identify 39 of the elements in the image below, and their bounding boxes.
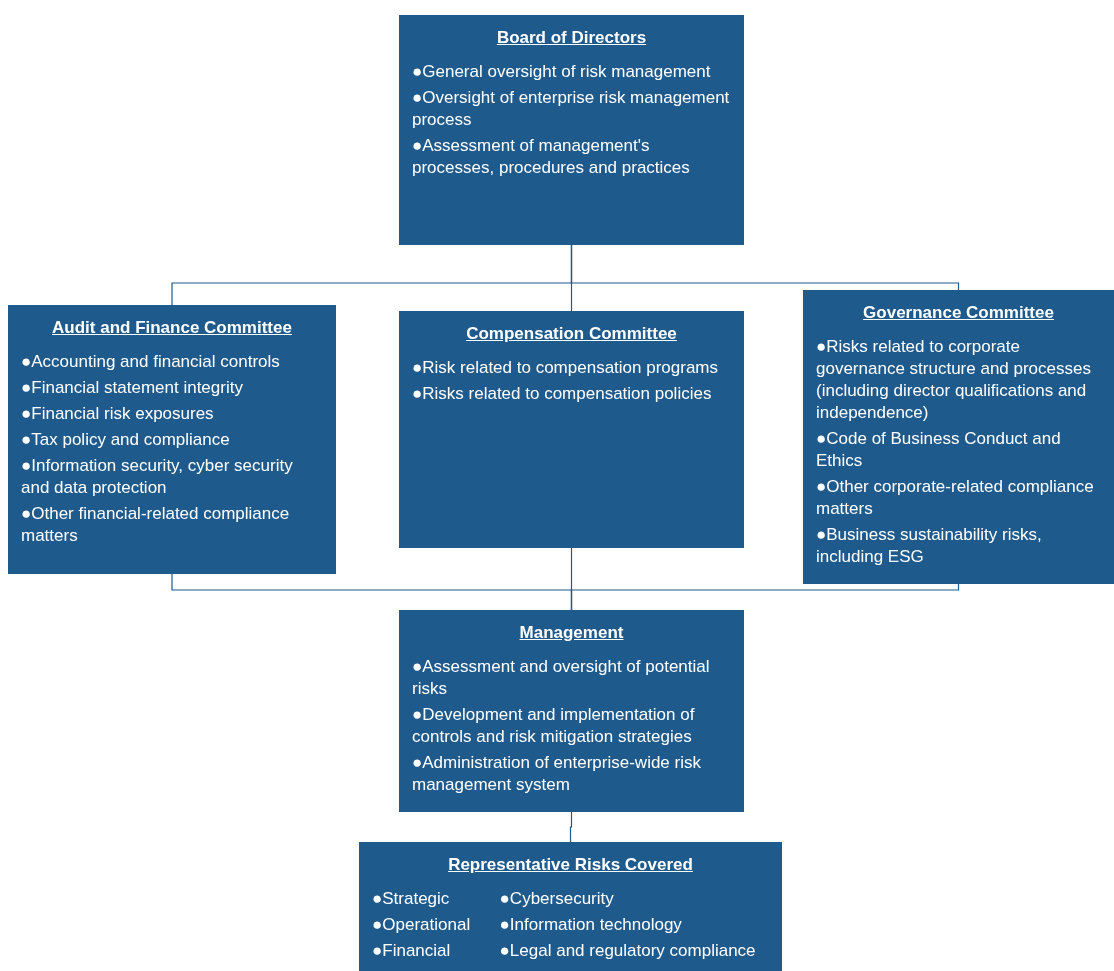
box-heading: Board of Directors [495,27,648,49]
bullet-item: ●Development and implementation of controls and risk mitigation strategies [412,704,696,748]
bullet-item: ●Information technology [499,914,683,936]
bullet-item: ●Code of Business Conduct and Ethics [816,428,1062,472]
bullet-item: ●Risks related to corporate governance structure and processes (including director qualifications and independence) [816,336,1092,424]
connector-line [569,811,573,843]
bullet-item: ●Other financial-related compliance matters [21,503,291,547]
box-heading: Representative Risks Covered [447,854,694,876]
bullet-item: ●Assessment and oversight of potential risks [412,656,711,700]
committee-box [8,305,336,574]
box-heading: Governance Committee [862,302,1055,324]
box-heading: Management [518,622,625,644]
bullet-item: ●Business sustainability risks, including ESG [816,524,1043,568]
bullet-item: ●Oversight of enterprise risk management process [412,87,731,131]
bullet-item: ●Administration of enterprise-wide risk management system [412,752,702,796]
bullet-item: ●Assessment of management's processes, procedures and practices [412,135,691,179]
committee-box [399,610,744,812]
committee-box [359,842,782,971]
bullet-item: ●Legal and regulatory compliance [499,940,757,962]
bullet-item: ●Financial statement integrity [21,377,244,399]
committee-box [803,290,1114,584]
bullet-item: ●Accounting and financial controls [21,351,281,373]
committee-box [399,311,744,548]
bullet-item: ●General oversight of risk management [412,61,712,83]
connector-line [570,583,960,611]
bullet-item: ●Operational [372,914,472,936]
bullet-item: ●Strategic [372,888,451,910]
bullet-item: ●Other corporate-related compliance matters [816,476,1095,520]
bullet-item: ●Financial [372,940,452,962]
bullet-item: ●Cybersecurity [499,888,615,910]
box-heading: Audit and Finance Committee [51,317,293,339]
connector-line [570,244,960,291]
bullet-item: ●Financial risk exposures [21,403,215,425]
box-heading: Compensation Committee [465,323,678,345]
bullet-item: ●Tax policy and compliance [21,429,231,451]
bullet-item: ●Information security, cyber security and data protection [21,455,294,499]
bullet-item: ●Risk related to compensation programs [412,357,720,379]
bullet-item: ●Risks related to compensation policies [412,383,713,405]
committee-box [399,15,744,245]
